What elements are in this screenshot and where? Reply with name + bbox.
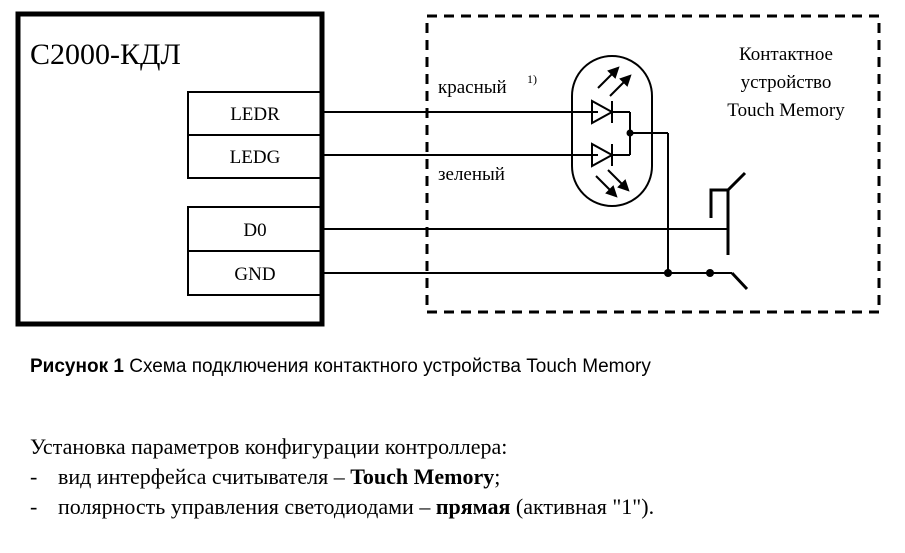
settings-item-value: Touch Memory: [350, 464, 495, 489]
settings-item: -вид интерфейса считывателя – Touch Memo…: [30, 462, 654, 492]
settings-item: -полярность управления светодиодами – пр…: [30, 492, 654, 522]
settings-item-suffix: ;: [494, 464, 501, 489]
settings-item-text: полярность управления светодиодами –: [58, 494, 436, 519]
pin-label-gnd: GND: [234, 264, 275, 285]
pin-label-d0: D0: [243, 220, 266, 241]
settings-block: Установка параметров конфигурации контро…: [30, 432, 654, 522]
pin-label-ledg: LEDG: [230, 147, 281, 168]
wire-green-label: зеленый: [438, 164, 505, 185]
device-label-line-3: Touch Memory: [727, 100, 845, 121]
device-boundary: [425, 14, 881, 314]
settings-item-suffix: (активная "1").: [510, 494, 655, 519]
led-emission-arrows-icon: [597, 66, 632, 97]
settings-intro: Установка параметров конфигурации контро…: [30, 434, 508, 459]
controller-label: С2000-КДЛ: [30, 38, 181, 71]
wire-red-label: красный: [438, 77, 507, 98]
device-label-line-1: Контактное: [739, 44, 833, 65]
bullet-dash: -: [30, 494, 38, 519]
led-red-diode: [591, 99, 630, 125]
caption-text: Схема подключения контактного устройства…: [123, 356, 651, 377]
touch-memory-contact-icon: [709, 171, 749, 291]
led-capsule: [571, 55, 653, 207]
led-light-arrows-icon: [595, 169, 630, 198]
caption-prefix: Рисунок 1: [30, 356, 124, 377]
settings-item-text: вид интерфейса считывателя –: [58, 464, 351, 489]
settings-item-value: прямая: [435, 494, 511, 519]
connection-diagram: С2000-КДЛ LEDR LEDG D0 GND красный 1) зе…: [15, 11, 881, 327]
junction-dot: [664, 269, 672, 277]
led-green-diode: [591, 142, 630, 168]
wire-red-note: 1): [527, 72, 537, 86]
bullet-dash: -: [30, 464, 38, 489]
junction-dot: [706, 269, 714, 277]
pin-label-ledr: LEDR: [230, 104, 280, 125]
device-label-line-2: устройство: [741, 72, 832, 93]
figure-caption: Рисунок 1 Схема подключения контактного …: [30, 356, 651, 378]
